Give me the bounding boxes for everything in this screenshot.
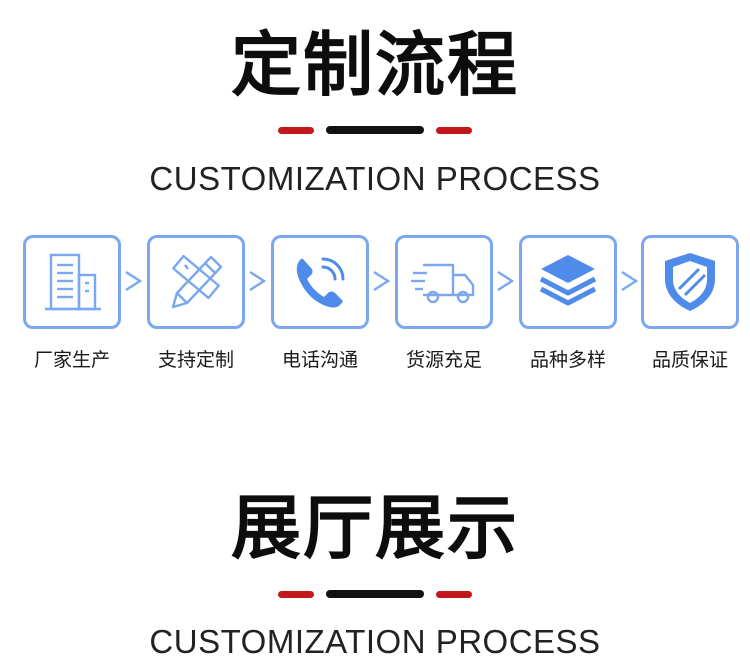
step-phone-communication	[271, 235, 369, 329]
step-factory-production	[23, 235, 121, 329]
arrow-icon	[125, 270, 143, 292]
divider-red-bar	[278, 590, 314, 598]
building-icon	[45, 253, 101, 311]
divider-red-bar	[436, 126, 472, 134]
divider-black-bar	[326, 126, 424, 134]
divider-red-bar	[436, 590, 472, 598]
section-title: 展厅展示	[231, 487, 519, 569]
arrow-icon	[621, 270, 639, 292]
arrow-icon	[249, 270, 267, 292]
section-title: 定制流程	[231, 24, 519, 106]
step-label: 厂家生产	[33, 349, 110, 371]
divider-red-bar	[278, 126, 314, 134]
step-label: 电话沟通	[281, 349, 358, 371]
pencil-ruler-icon	[171, 254, 223, 309]
title-divider	[0, 589, 750, 599]
arrow-icon	[373, 270, 391, 292]
section-subtitle: CUSTOMIZATION PROCESS	[149, 160, 601, 197]
step-customization	[147, 235, 245, 329]
divider-black-bar	[326, 590, 424, 598]
layers-icon	[539, 255, 597, 306]
title-divider	[0, 125, 750, 135]
arrow-icon	[497, 270, 515, 292]
step-label: 品种多样	[529, 349, 606, 371]
step-label: 品质保证	[651, 349, 728, 371]
step-variety	[519, 235, 617, 329]
step-label: 货源充足	[405, 349, 482, 371]
shield-icon	[665, 253, 715, 311]
step-sufficient-supply	[395, 235, 493, 329]
delivery-truck-icon	[411, 263, 475, 304]
section-subtitle: CUSTOMIZATION PROCESS	[149, 623, 601, 660]
step-quality-guarantee	[641, 235, 739, 329]
phone-icon	[296, 257, 345, 308]
step-label: 支持定制	[157, 349, 234, 371]
